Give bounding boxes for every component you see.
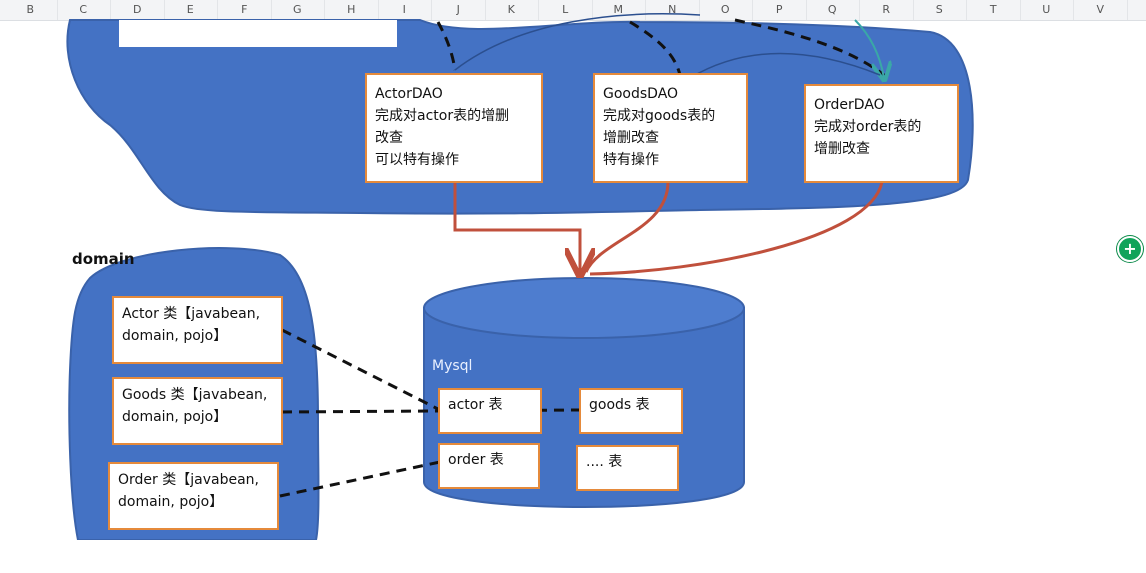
column-header[interactable]: Q bbox=[806, 0, 860, 20]
more-tables-box[interactable]: .... 表 bbox=[576, 445, 679, 491]
column-header[interactable]: T bbox=[967, 0, 1021, 20]
class-line: Goods 类【javabean, bbox=[122, 387, 268, 403]
column-header[interactable]: B bbox=[4, 0, 58, 20]
column-header[interactable]: R bbox=[860, 0, 914, 20]
dao-desc-line: 完成对goods表的 bbox=[603, 108, 716, 124]
dashed-connector bbox=[629, 20, 682, 76]
mysql-label: Mysql bbox=[432, 358, 473, 374]
column-header[interactable]: C bbox=[57, 0, 111, 20]
actordao-to-mysql-arrow bbox=[453, 182, 580, 272]
class-line: domain, pojo】 bbox=[122, 328, 228, 344]
goods-class-box[interactable]: Goods 类【javabean, domain, pojo】 bbox=[112, 377, 283, 445]
actor-class-to-actor-table-link bbox=[281, 328, 441, 412]
actor-class-box[interactable]: Actor 类【javabean, domain, pojo】 bbox=[112, 296, 283, 364]
goodsdao-to-mysql-arrow bbox=[584, 181, 670, 273]
class-line: domain, pojo】 bbox=[118, 494, 224, 510]
actor-table-box[interactable]: actor 表 bbox=[438, 388, 542, 434]
domain-label: domain bbox=[72, 250, 135, 268]
column-header[interactable]: E bbox=[164, 0, 218, 20]
goods-table-box[interactable]: goods 表 bbox=[579, 388, 683, 434]
column-header[interactable]: P bbox=[753, 0, 807, 20]
dao-desc-line: 完成对actor表的增删 bbox=[375, 108, 510, 124]
blank-cell-area bbox=[119, 20, 397, 47]
column-header[interactable]: U bbox=[1020, 0, 1074, 20]
actordao-box[interactable]: ActorDAO 完成对actor表的增删 改查 可以特有操作 bbox=[365, 73, 543, 183]
mysql-cylinder-top bbox=[423, 277, 745, 339]
dao-desc-line: 完成对order表的 bbox=[814, 119, 922, 135]
column-header[interactable]: L bbox=[539, 0, 593, 20]
dashed-connector bbox=[734, 18, 891, 82]
column-header-bar: B C D E F G H I J K L M N O P Q R S T U … bbox=[0, 0, 1146, 21]
dao-title: OrderDAO bbox=[814, 97, 885, 113]
dao-title: GoodsDAO bbox=[603, 86, 679, 102]
orderdao-to-mysql-arrow bbox=[589, 181, 884, 276]
dashed-connector bbox=[436, 21, 457, 71]
column-header[interactable]: D bbox=[111, 0, 165, 20]
dao-desc-line: 改查 bbox=[375, 130, 403, 146]
dao-desc-line: 增删改查 bbox=[814, 141, 870, 157]
bottom-area bbox=[0, 540, 1146, 573]
class-line: Order 类【javabean, bbox=[118, 472, 259, 488]
dao-title: ActorDAO bbox=[375, 86, 443, 102]
orderdao-box[interactable]: OrderDAO 完成对order表的 增删改查 bbox=[804, 84, 959, 183]
dao-desc-line: 增删改查 bbox=[603, 130, 659, 146]
thin-connector bbox=[454, 13, 701, 71]
column-header[interactable]: S bbox=[913, 0, 967, 20]
plus-circle-icon[interactable]: + bbox=[1117, 236, 1143, 262]
column-header[interactable]: F bbox=[218, 0, 272, 20]
column-header[interactable]: K bbox=[485, 0, 539, 20]
teal-arrow bbox=[854, 19, 884, 78]
column-header[interactable]: M bbox=[592, 0, 646, 20]
goodsdao-box[interactable]: GoodsDAO 完成对goods表的 增删改查 特有操作 bbox=[593, 73, 748, 183]
column-header[interactable]: V bbox=[1074, 0, 1128, 20]
order-class-box[interactable]: Order 类【javabean, domain, pojo】 bbox=[108, 462, 279, 530]
column-header[interactable]: I bbox=[378, 0, 432, 20]
class-line: domain, pojo】 bbox=[122, 409, 228, 425]
order-class-to-order-table-link bbox=[279, 460, 441, 498]
column-header[interactable]: N bbox=[646, 0, 700, 20]
thin-connector bbox=[689, 52, 881, 79]
column-header[interactable]: G bbox=[271, 0, 325, 20]
order-table-box[interactable]: order 表 bbox=[438, 443, 540, 489]
dao-desc-line: 特有操作 bbox=[603, 152, 659, 168]
class-line: Actor 类【javabean, bbox=[122, 306, 261, 322]
dao-desc-line: 可以特有操作 bbox=[375, 152, 459, 168]
column-header[interactable]: H bbox=[325, 0, 379, 20]
column-header[interactable]: J bbox=[432, 0, 486, 20]
column-header[interactable]: O bbox=[699, 0, 753, 20]
